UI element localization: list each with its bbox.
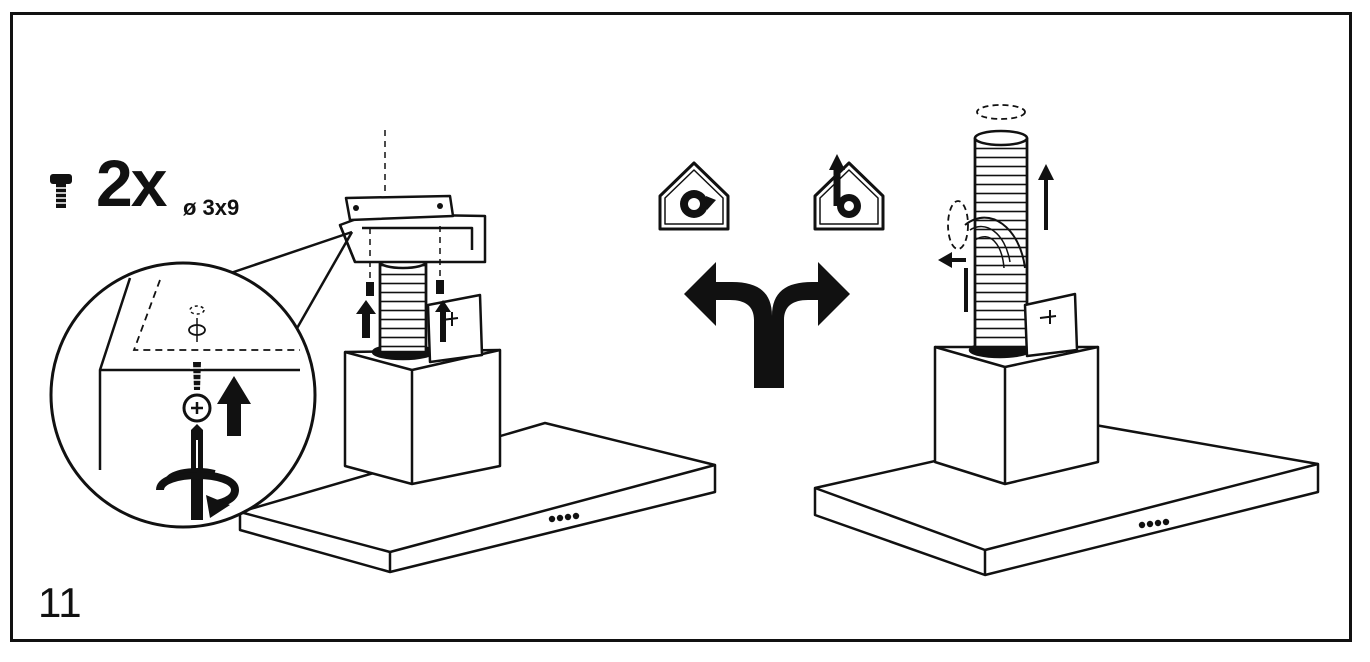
tighten-up-arrow [217,376,251,436]
direction-arrows [938,164,1054,312]
right-hood [813,129,1320,577]
screw-icon [50,174,72,208]
control-knobs [548,512,580,523]
screw-size: ø 3x9 [183,195,240,220]
screw-count: 2x [96,146,167,220]
control-knobs [1138,518,1170,529]
screw-detail-icon [182,362,212,423]
split-arrow-icon [684,262,850,388]
rotate-clockwise-icon [156,468,240,518]
diagram-frame [10,12,1352,642]
extraction-house-icon [813,154,885,231]
flange-screws [366,280,444,296]
zoom-detail [49,261,317,529]
duct-options [947,104,1026,250]
step-number: 11 [38,579,82,626]
left-hood [238,194,717,574]
push-up-arrows [356,300,451,342]
recirculation-house-icon [658,161,730,231]
